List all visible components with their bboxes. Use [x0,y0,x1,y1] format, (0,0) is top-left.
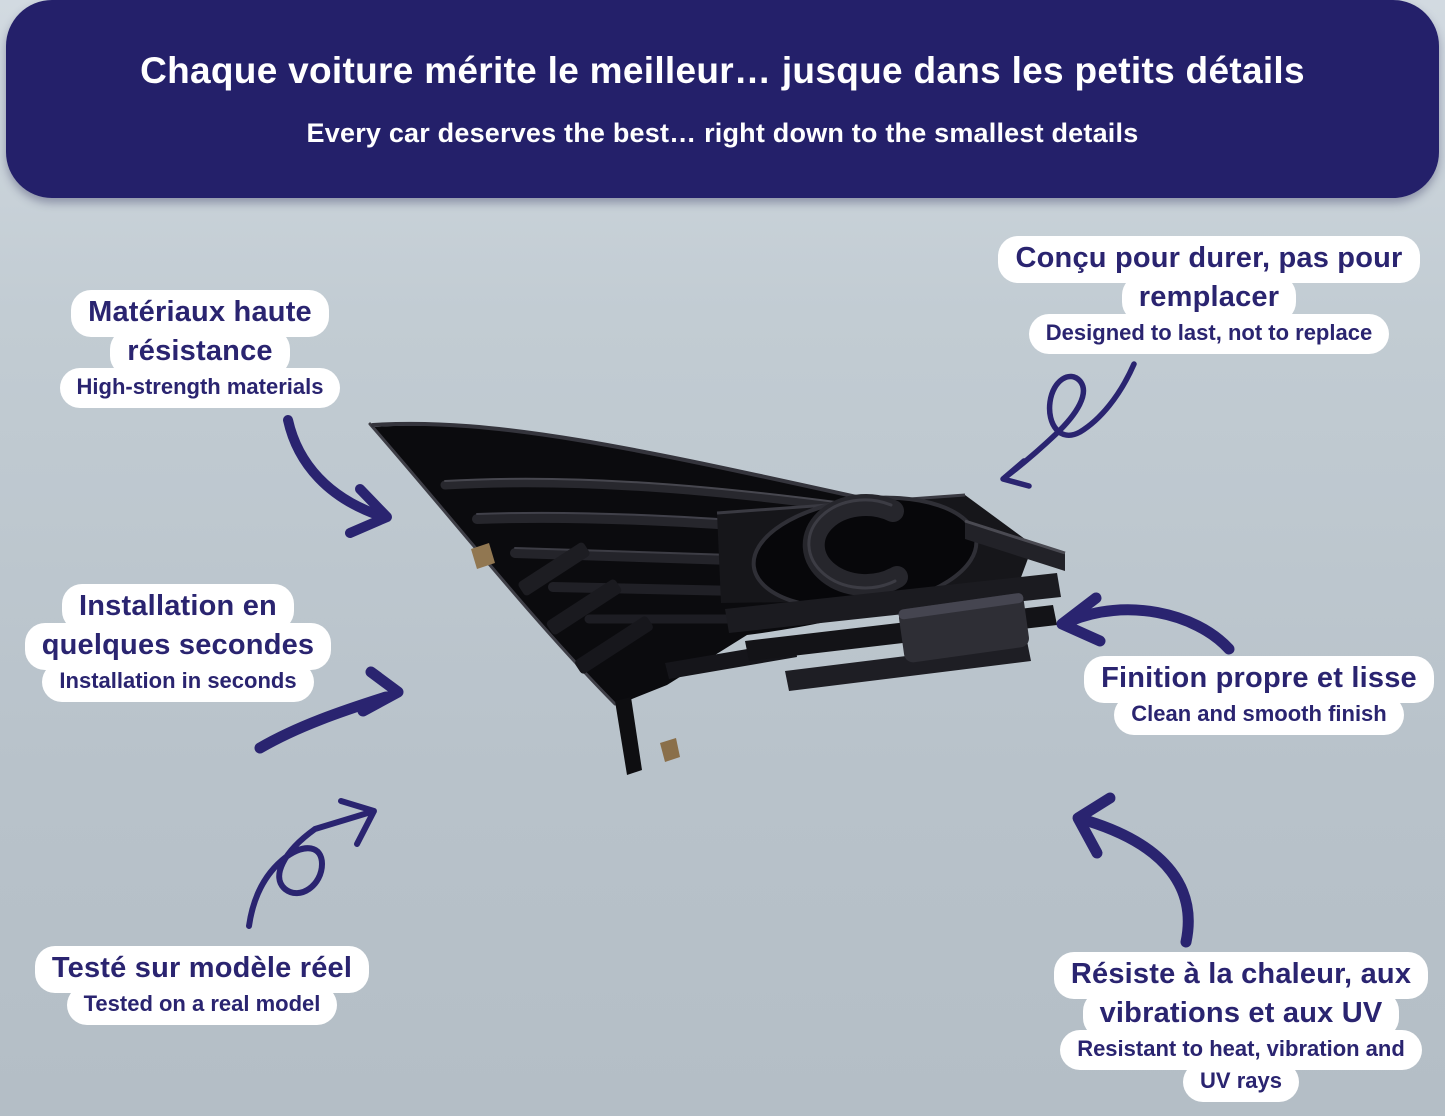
ridged-rail [965,521,1065,571]
arrow-resistance-icon [1072,792,1194,948]
bottom-fins [665,573,1061,691]
header-banner: Chaque voiture mérite le meilleur… jusqu… [6,0,1439,198]
product-photo-vent-cupholder [368,421,1066,775]
vent-top-rim [371,421,991,528]
arrow-durability-icon [1000,361,1137,489]
vent-slats [440,477,984,624]
callout-installation-en: Installation in seconds [42,662,314,702]
printed-tab [898,593,1029,663]
callout-materials-en: High-strength materials [59,368,341,408]
cupholder-plate [717,495,1033,603]
callout-finish-en: Clean and smooth finish [1114,695,1404,735]
tan-clip-bottom [660,738,680,762]
callout-resistance: Résiste à la chaleur, aux vibrations et … [1038,952,1444,1102]
cupholder-plate-edge [716,493,966,515]
tan-clip-left [471,543,495,569]
arrow-materials-icon [283,415,392,538]
cupholder-arm [802,494,908,597]
ridged-rail-edge [964,519,1066,555]
page-title: Chaque voiture mérite le meilleur… jusqu… [140,49,1305,91]
page-subtitle: Every car deserves the best… right down … [306,117,1139,148]
vent-left-rim [368,422,617,706]
arrow-tested-icon [246,798,377,929]
vent-step-fins [518,542,653,674]
callout-tested-en: Tested on a real model [66,985,338,1025]
callout-resistance-en-2: UV rays [1183,1062,1299,1102]
callout-installation: Installation en quelques secondes Instal… [22,584,334,702]
callout-durability-en: Designed to last, not to replace [1028,314,1390,354]
callout-durability: Conçu pour durer, pas pour remplacer Des… [985,236,1433,354]
vent-body [373,425,1007,705]
cupholder-hole [751,495,979,611]
lower-spike [615,697,642,775]
callout-materials: Matériaux haute résistance High-strength… [40,290,360,408]
arrow-finish-icon [1056,592,1235,655]
callout-finish: Finition propre et lisse Clean and smoot… [1076,656,1442,735]
callout-durability-fr-1: Conçu pour durer, pas pour [998,236,1420,283]
callout-tested: Testé sur modèle réel Tested on a real m… [26,946,378,1025]
